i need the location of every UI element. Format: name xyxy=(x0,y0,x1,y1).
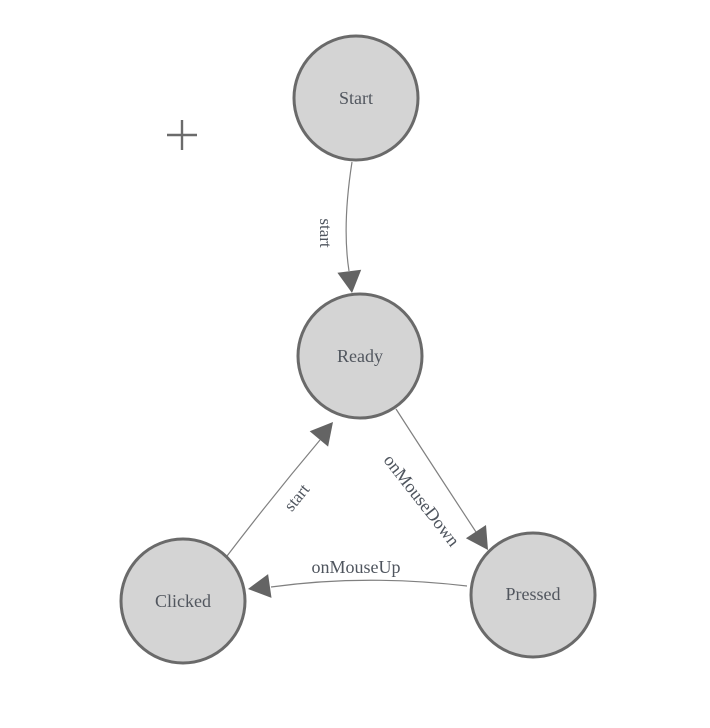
node-pressed-label: Pressed xyxy=(506,584,561,604)
edge-ready-pressed-line xyxy=(395,408,477,533)
edge-pressed-clicked: onMouseUp xyxy=(248,557,468,598)
node-clicked: Clicked xyxy=(119,537,247,665)
node-clicked-label: Clicked xyxy=(155,591,211,611)
node-start-circle[interactable] xyxy=(292,34,420,162)
node-ready-label: Ready xyxy=(337,346,383,366)
edge-start-ready-line xyxy=(345,161,353,272)
node-pressed-circle[interactable] xyxy=(469,531,597,659)
node-ready-circle[interactable] xyxy=(296,292,424,420)
edge-label-clicked-ready: start xyxy=(280,480,313,515)
crosshair-icon[interactable] xyxy=(167,120,197,150)
edge-label-ready-pressed: onMouseDown xyxy=(380,450,464,550)
arrowhead xyxy=(337,269,362,293)
edge-pressed-clicked-line xyxy=(270,579,468,588)
edge-label-start-ready: start xyxy=(316,218,335,248)
node-start-label: Start xyxy=(339,88,373,108)
node-start: Start xyxy=(292,34,420,162)
node-pressed: Pressed xyxy=(469,531,597,659)
edge-clicked-ready-line xyxy=(226,439,321,557)
edge-start-ready: start xyxy=(316,161,362,293)
node-clicked-circle[interactable] xyxy=(119,537,247,665)
edge-ready-pressed: onMouseDown xyxy=(380,408,488,550)
node-ready: Ready xyxy=(296,292,424,420)
edge-clicked-ready: start xyxy=(226,422,333,557)
arrowhead xyxy=(309,422,333,447)
edge-label-pressed-clicked: onMouseUp xyxy=(312,557,401,577)
arrowhead xyxy=(248,574,272,598)
arrowhead xyxy=(465,525,488,550)
